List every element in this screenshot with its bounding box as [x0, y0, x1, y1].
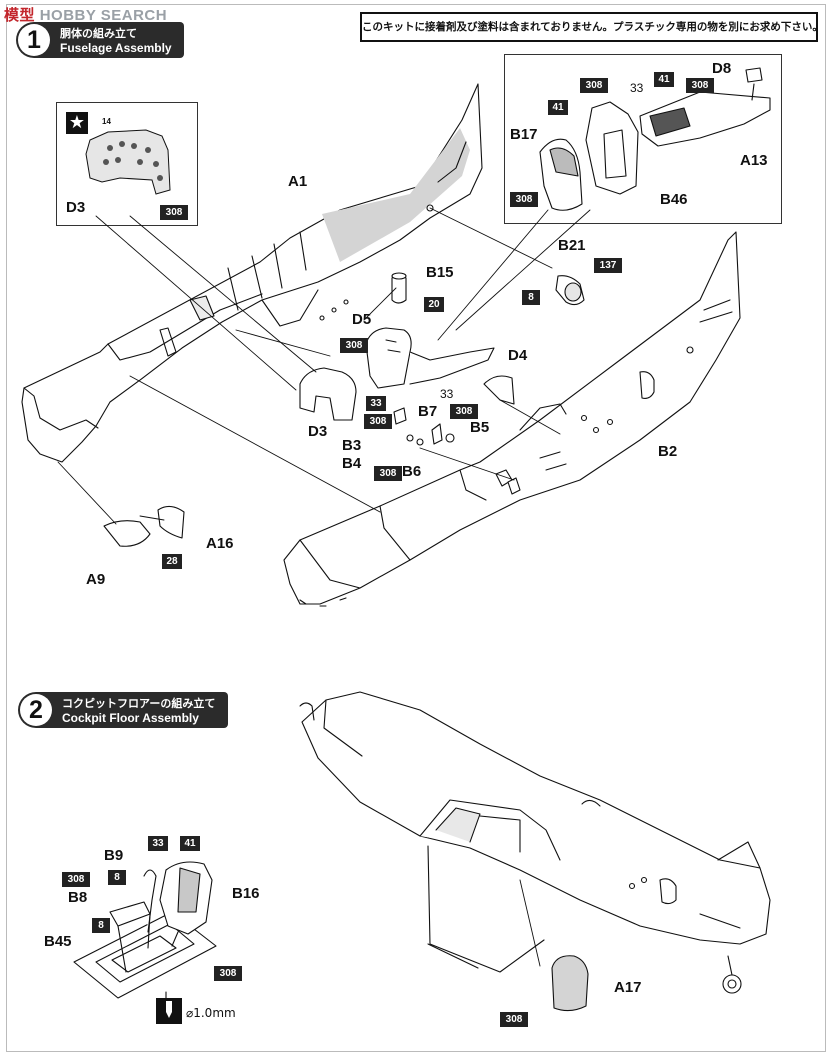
- part-label-a13: A13: [740, 152, 768, 169]
- part-label-b9: B9: [104, 847, 124, 864]
- paint-code-308-b5: 308: [450, 404, 478, 419]
- fuselage-left-half: [21, 83, 483, 463]
- adhesive-paint-notice: このキットに接着剤及び塗料は含まれておりません。プラスチック専用の物を別にお求め…: [360, 12, 818, 42]
- fuselage-right-half: [283, 231, 741, 605]
- part-label-d5: D5: [352, 311, 372, 328]
- step-2-header: 2 コクピットフロアーの組み立て Cockpit Floor Assembly: [18, 692, 228, 728]
- part-label-b16: B16: [232, 885, 260, 902]
- part-label-b4: B4: [342, 455, 362, 472]
- paint-code-308-panel: 308: [160, 205, 188, 220]
- part-label-b21: B21: [558, 237, 586, 254]
- part-label-b6: B6: [402, 463, 422, 480]
- decal-number: 14: [102, 117, 111, 126]
- drill-icon: [156, 998, 182, 1024]
- paint-code-8-b21: 8: [522, 290, 540, 305]
- paint-code-308-b6: 308: [374, 466, 402, 481]
- step-1-title-jp: 胴体の組み立て: [60, 28, 137, 40]
- part-d4: [483, 375, 515, 405]
- drill-diameter: ⌀1.0mm: [186, 1006, 236, 1020]
- watermark-text: HOBBY SEARCH: [39, 7, 168, 24]
- step-1-header: 1 胴体の組み立て Fuselage Assembly: [16, 22, 184, 58]
- paint-code-41-b16: 41: [180, 836, 200, 851]
- part-b45: [73, 911, 217, 999]
- part-label-d4: D4: [508, 347, 528, 364]
- step-2-number: 2: [20, 694, 52, 726]
- part-label-b8: B8: [68, 889, 88, 906]
- paint-code-33-b3: 33: [366, 396, 386, 411]
- part-label-a9: A9: [86, 571, 106, 588]
- part-label-d3: D3: [308, 423, 328, 440]
- part-label-a17: A17: [614, 979, 642, 996]
- part-a13: [639, 91, 771, 147]
- part-label-b46: B46: [660, 191, 688, 208]
- paint-code-33-b9: 33: [148, 836, 168, 851]
- drill-size-value: 1.0mm: [193, 1006, 236, 1020]
- paint-code-308-b8: 308: [62, 872, 90, 887]
- paint-code-28: 28: [162, 554, 182, 569]
- part-label-b15: B15: [426, 264, 454, 281]
- paint-code-41-b17: 41: [548, 100, 568, 115]
- part-label-b2: B2: [658, 443, 678, 460]
- fuselage-left-shading: [322, 128, 470, 262]
- part-label-a1: A1: [288, 173, 308, 190]
- paint-code-8-b9: 8: [108, 870, 126, 885]
- paint-code-308-d5: 308: [340, 338, 368, 353]
- step-1-number: 1: [18, 24, 50, 56]
- part-label-b7: B7: [418, 403, 438, 420]
- part-a17: [551, 955, 589, 1012]
- paint-code-8-b8: 8: [92, 918, 110, 933]
- part-label-a16: A16: [206, 535, 234, 552]
- paint-code-308-b46: 308: [580, 78, 608, 93]
- fuselage-assembled: [301, 691, 771, 945]
- paint-code-308-a17: 308: [500, 1012, 528, 1027]
- part-label-b5: B5: [470, 419, 490, 436]
- paint-code-41-a13: 41: [654, 72, 674, 87]
- watermark-mark: 模型: [4, 7, 36, 24]
- part-a16: [157, 505, 185, 539]
- paint-code-137: 137: [594, 258, 622, 273]
- part-label-b3: B3: [342, 437, 362, 454]
- step-2-title-en: Cockpit Floor Assembly: [62, 711, 199, 725]
- paint-code-33-b7: 33: [440, 387, 454, 401]
- part-label-d8: D8: [712, 60, 732, 77]
- drill-bit-icon: [166, 1001, 172, 1018]
- paint-code-308-b3: 308: [364, 414, 392, 429]
- part-label-d3-panel: D3: [66, 199, 86, 216]
- page-frame: [6, 4, 826, 1052]
- watermark: 模型 HOBBY SEARCH: [4, 4, 167, 25]
- step-1-title-en: Fuselage Assembly: [60, 41, 172, 55]
- paint-code-308-b45: 308: [214, 966, 242, 981]
- paint-code-308-b17: 308: [510, 192, 538, 207]
- part-b9: [143, 869, 157, 933]
- star-icon: ★: [66, 112, 88, 134]
- part-a9: [103, 520, 151, 547]
- paint-code-20: 20: [424, 297, 444, 312]
- step-2-title-jp: コクピットフロアーの組み立て: [62, 698, 216, 710]
- paint-code-308-a13: 308: [686, 78, 714, 93]
- part-label-b17: B17: [510, 126, 538, 143]
- paint-code-33-a13: 33: [630, 81, 644, 95]
- part-label-b45: B45: [44, 933, 72, 950]
- part-d3: [299, 367, 357, 421]
